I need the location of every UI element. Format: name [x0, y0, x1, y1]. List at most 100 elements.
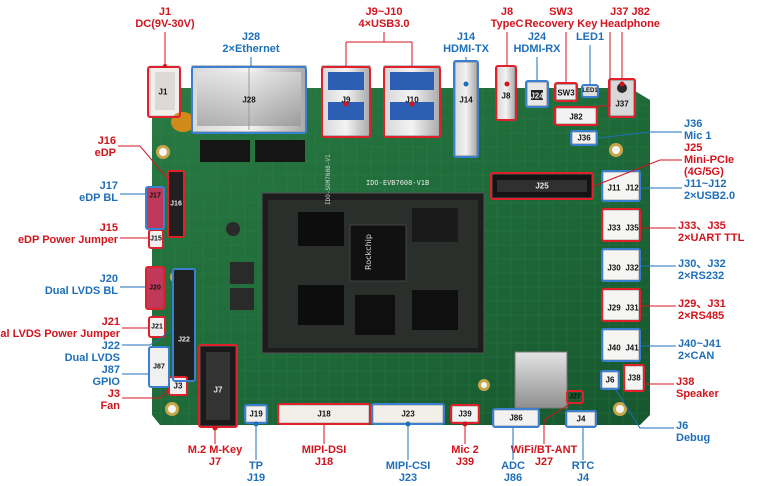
box-j14	[453, 60, 479, 158]
box-j7	[198, 344, 238, 428]
tag-j37: J37	[615, 99, 629, 109]
tag-j22: J22	[178, 336, 190, 344]
tag-j7: J7	[213, 385, 223, 395]
tag-j12: J12	[625, 183, 639, 193]
tag-sw3: SW3	[557, 88, 575, 98]
tag-j1: J1	[158, 87, 168, 97]
tag-j14: J14	[459, 95, 473, 105]
tag-j23: J23	[401, 409, 415, 419]
box-j15	[148, 229, 164, 249]
box-j10	[383, 66, 441, 138]
tag-j40: J40	[607, 343, 621, 353]
tag-j38: J38	[627, 373, 641, 383]
tag-j32: J32	[625, 263, 639, 273]
tag-j33: J33	[607, 223, 621, 233]
box-j82	[554, 106, 598, 126]
box-j29-j31	[601, 288, 641, 322]
box-j37	[608, 78, 636, 118]
tag-j29: J29	[607, 303, 621, 313]
tag-j21: J21	[151, 323, 163, 331]
box-j20	[145, 266, 165, 310]
box-j9	[321, 66, 371, 138]
tag-j20: J20	[149, 284, 161, 292]
box-j24	[525, 80, 549, 108]
box-j27	[566, 390, 584, 404]
tag-j82: J82	[569, 112, 583, 122]
tag-j41: J41	[625, 343, 639, 353]
label-led1: LED1	[575, 31, 605, 43]
box-j18	[277, 403, 371, 425]
tag-j8: J8	[501, 91, 511, 101]
tag-j25: J25	[535, 181, 549, 191]
tag-j39: J39	[458, 409, 472, 419]
box-j16	[167, 170, 185, 238]
box-j25	[490, 172, 594, 200]
tag-j27: J27	[569, 393, 581, 401]
box-j36	[570, 130, 598, 146]
box-j17	[145, 186, 165, 230]
box-j6	[600, 370, 620, 390]
box-j28	[191, 66, 307, 134]
tag-j36: J36	[577, 133, 591, 143]
box-j86	[492, 408, 540, 428]
tag-j4: J4	[576, 414, 586, 424]
tag-j3: J3	[173, 381, 183, 391]
tag-j11: J11	[607, 183, 621, 193]
som-silkscreen: IDO-SOM7608-V1	[325, 154, 332, 205]
tag-j87: J87	[153, 363, 165, 371]
box-j40-j41	[601, 328, 641, 362]
tag-j16: J16	[170, 200, 182, 208]
tag-j17: J17	[149, 192, 161, 200]
tag-j28: J28	[242, 95, 256, 105]
tag-j15: J15	[150, 235, 162, 243]
tag-j18: J18	[317, 409, 331, 419]
tag-j24: J24	[530, 91, 544, 101]
tag-j6: J6	[605, 375, 615, 385]
tag-j86: J86	[509, 413, 523, 423]
label-j21: J21Dual LVDS Power Jumper	[0, 316, 120, 340]
box-j30-j32	[601, 248, 641, 282]
tag-led1: LED1	[582, 88, 598, 94]
tag-j9: J9	[341, 95, 351, 105]
som-module: Rockchip	[261, 192, 485, 354]
box-j87	[148, 346, 170, 388]
svg-text:Rockchip: Rockchip	[364, 234, 373, 270]
tag-j19: J19	[249, 409, 263, 419]
box-j22	[172, 268, 196, 382]
tag-j30: J30	[607, 263, 621, 273]
box-sw3	[554, 82, 578, 102]
tag-j10: J10	[405, 95, 419, 105]
box-j33-j35	[601, 208, 641, 242]
